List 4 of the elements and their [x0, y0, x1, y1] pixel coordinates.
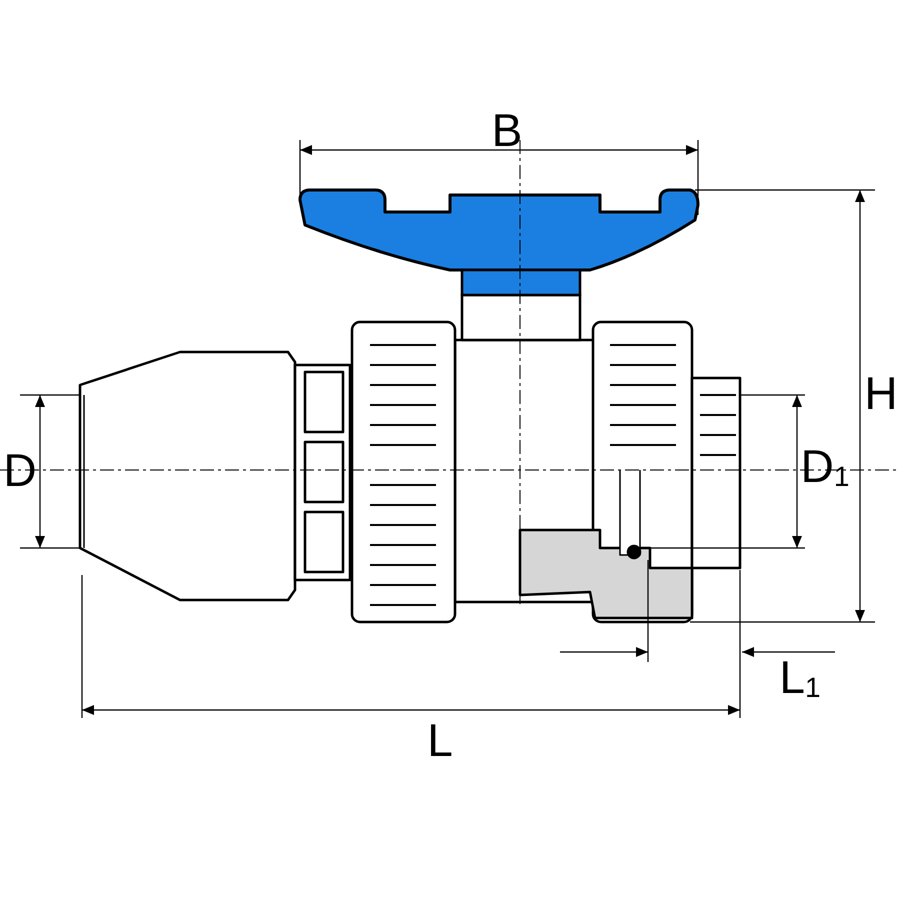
dimension-label: L — [427, 717, 453, 763]
dimension-label: L$_{1}$ — [779, 654, 821, 702]
dimension-label: B — [492, 107, 522, 153]
dimension-label: H — [864, 370, 898, 416]
